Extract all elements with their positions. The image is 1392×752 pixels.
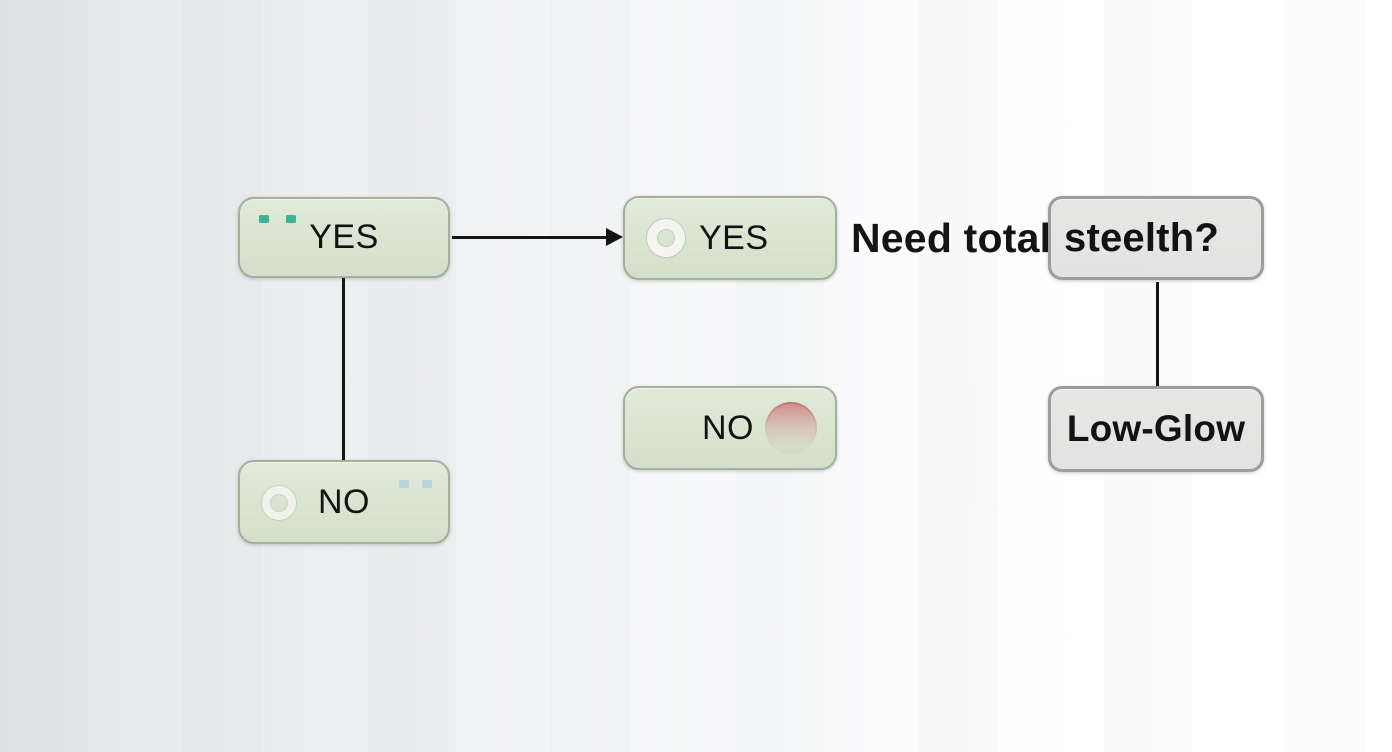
red-circle-icon (765, 402, 817, 454)
node-label: YES (309, 218, 379, 256)
connector-yes-to-no-line (342, 278, 345, 460)
ring-icon (647, 219, 685, 257)
node-yes-mid[interactable]: YES (623, 196, 837, 280)
node-stealth[interactable]: steelth? (1048, 196, 1264, 280)
node-label: Low-Glow (1066, 408, 1246, 449)
node-label: steelth? (1064, 215, 1219, 260)
arrowhead-icon (606, 228, 623, 246)
teal-square-icon (286, 215, 296, 223)
node-yes-top-left[interactable]: YES (238, 197, 450, 278)
blue-square-icon (422, 480, 432, 488)
node-label: NO (318, 482, 370, 521)
question-text: Need total (851, 215, 1052, 261)
node-label: YES (699, 218, 769, 257)
node-no-mid[interactable]: NO (623, 386, 837, 470)
node-no-bottom-left[interactable]: NO (238, 460, 450, 544)
ring-icon (262, 486, 296, 520)
connector-yes-to-yes-line (452, 236, 608, 239)
blue-square-icon (399, 480, 409, 488)
connector-stealth-to-lowglow-line (1156, 282, 1159, 386)
node-label: NO (702, 408, 754, 447)
teal-square-icon (259, 215, 269, 223)
node-low-glow[interactable]: Low-Glow (1048, 386, 1264, 472)
